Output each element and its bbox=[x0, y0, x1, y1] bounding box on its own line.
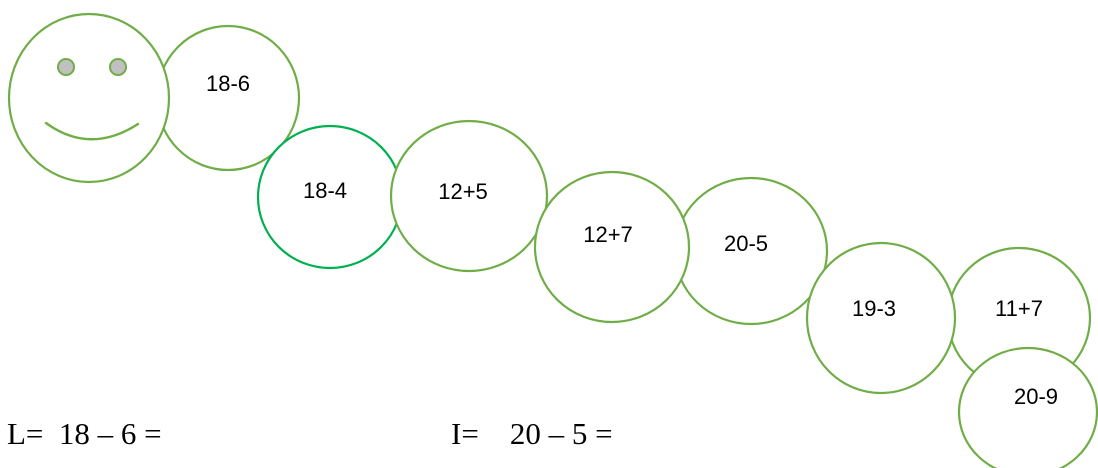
right-eye-icon bbox=[109, 58, 127, 76]
equation-expression: 18 – 6 = bbox=[58, 416, 162, 451]
equation-i: I= 20 – 5 = bbox=[451, 418, 613, 449]
segment-label: 12+7 bbox=[583, 222, 633, 247]
segment-12-7: 12+7 bbox=[533, 170, 691, 324]
segment-label: 11+7 bbox=[995, 296, 1043, 321]
segment-label: 20-5 bbox=[724, 231, 768, 256]
segment-18-6: 18-6 bbox=[155, 24, 301, 172]
equation-letter: L= bbox=[7, 416, 44, 451]
equation-expression: 20 – 5 = bbox=[509, 416, 613, 451]
segment-label: 20-9 bbox=[1014, 384, 1058, 409]
segment-label: 18-4 bbox=[303, 178, 347, 203]
segment-20-5: 20-5 bbox=[673, 176, 829, 326]
segment-label: 12+5 bbox=[438, 179, 488, 204]
left-eye-icon bbox=[57, 58, 75, 76]
segment-18-4: 18-4 bbox=[256, 124, 404, 270]
segment-20-9: 20-9 bbox=[957, 346, 1098, 468]
caterpillar-head bbox=[7, 12, 171, 184]
equation-l: L= 18 – 6 = bbox=[7, 418, 162, 449]
equation-letter: I= bbox=[451, 416, 479, 451]
smile-icon bbox=[44, 121, 140, 141]
head-outline bbox=[7, 12, 171, 184]
segment-19-3: 19-3 bbox=[805, 241, 957, 395]
segment-label: 18-6 bbox=[206, 71, 250, 96]
segment-label: 19-3 bbox=[852, 296, 896, 321]
segment-12-5: 12+5 bbox=[389, 119, 549, 273]
